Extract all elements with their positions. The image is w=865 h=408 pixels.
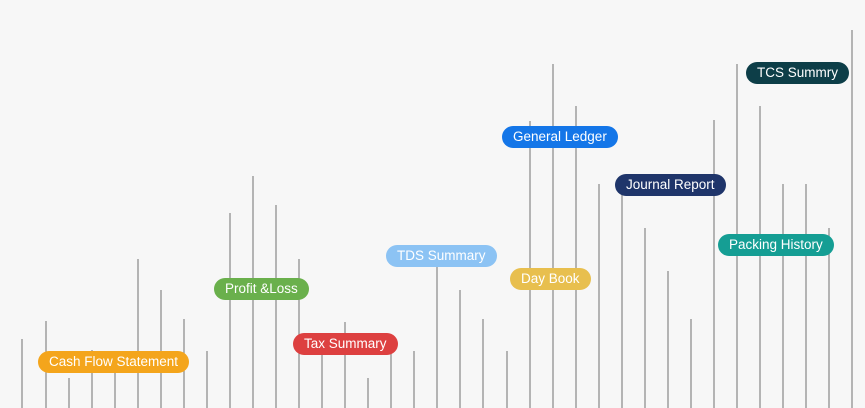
day-book-tag[interactable]: Day Book [510, 268, 591, 290]
profit-loss-tag[interactable]: Profit &Loss [214, 278, 309, 300]
general-ledger-tag[interactable]: General Ledger [502, 126, 618, 148]
tax-summary-tag[interactable]: Tax Summary [293, 333, 398, 355]
tcs-summary-tag[interactable]: TCS Summry [746, 62, 849, 84]
journal-report-tag[interactable]: Journal Report [615, 174, 726, 196]
packing-history-tag[interactable]: Packing History [718, 234, 834, 256]
cash-flow-statement-tag[interactable]: Cash Flow Statement [38, 351, 190, 373]
tds-summary-tag[interactable]: TDS Summary [386, 245, 497, 267]
